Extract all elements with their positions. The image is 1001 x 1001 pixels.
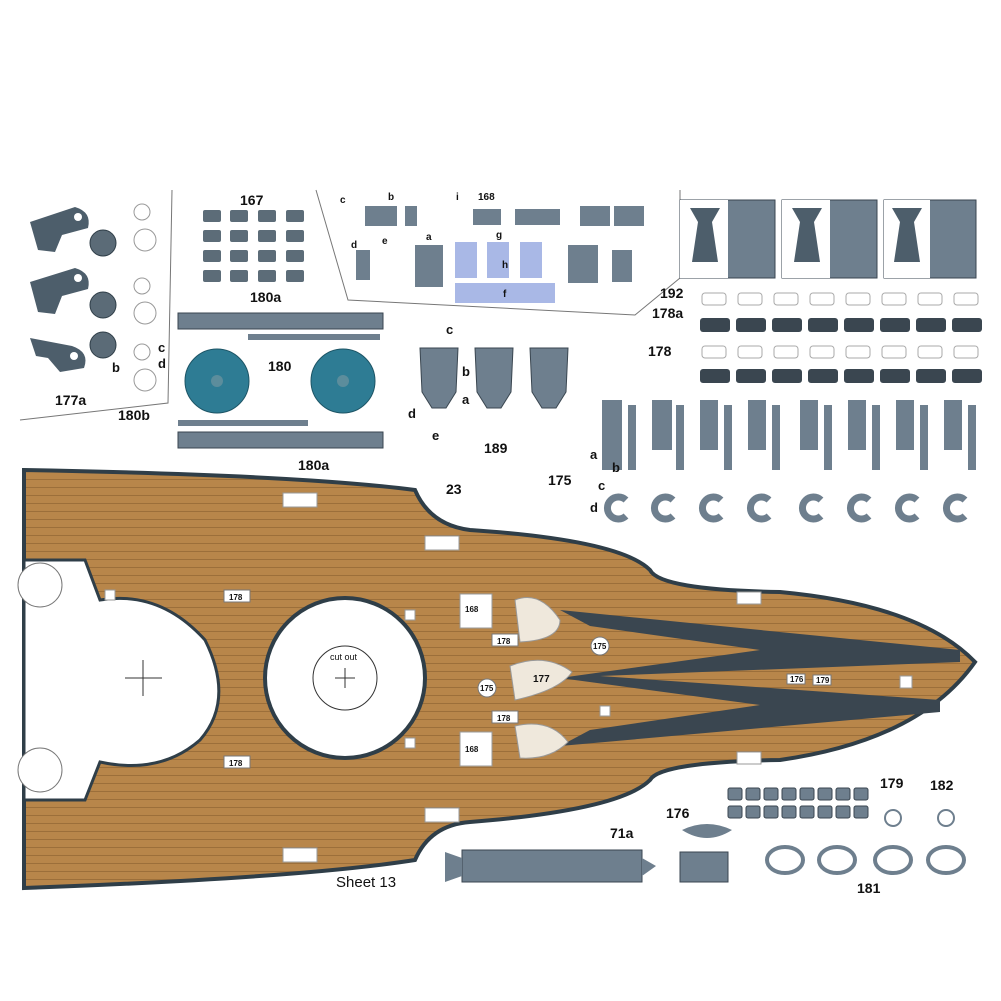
- deck-tag-175-1: 175: [593, 642, 607, 651]
- label-192: 192: [660, 285, 684, 301]
- label-189-e: e: [432, 428, 439, 443]
- label-180: 180: [268, 358, 292, 374]
- label-177a-d: d: [158, 356, 166, 371]
- part-71a-group: 71a: [445, 825, 656, 883]
- label-189: 189: [484, 440, 508, 456]
- label-23: 23: [446, 481, 462, 497]
- label-189-a: a: [462, 392, 470, 407]
- part-189-group: c b a d e 189: [408, 322, 569, 456]
- part-167-group: 167: [203, 192, 304, 282]
- deck-tag-179: 179: [816, 676, 830, 685]
- deck-tag-cut-out: cut out: [330, 652, 358, 662]
- deck-tag-178-1: 178: [229, 593, 243, 602]
- label-168: 168: [478, 192, 495, 203]
- part-179-group: 179: [727, 775, 904, 819]
- label-180a-bottom: 180a: [298, 457, 329, 473]
- label-177a-c: c: [158, 340, 165, 355]
- label-176: 176: [666, 805, 690, 821]
- label-168-h: h: [502, 260, 508, 271]
- label-182: 182: [930, 777, 954, 793]
- label-175-a: a: [590, 447, 598, 462]
- label-177a: 177a: [55, 392, 86, 408]
- deck-part-23: 178 178 178 178 168 168 175 175 177 176 …: [17, 467, 978, 891]
- label-180b: 180b: [118, 407, 150, 423]
- label-175-d: d: [590, 500, 598, 515]
- label-189-c: c: [446, 322, 453, 337]
- deck-tag-168-2: 168: [465, 745, 479, 754]
- label-167: 167: [240, 192, 264, 208]
- label-175-b: b: [612, 460, 620, 475]
- part-182-group: 182: [884, 777, 955, 827]
- part-168-group: 168 c b i d e a g h f: [340, 192, 644, 303]
- label-178a: 178a: [652, 305, 683, 321]
- deck-tag-168-1: 168: [465, 605, 479, 614]
- label-168-e: e: [382, 236, 388, 247]
- deck-tag-178-2: 178: [229, 759, 243, 768]
- label-168-g: g: [496, 230, 502, 241]
- label-168-f: f: [503, 289, 507, 300]
- label-189-d: d: [408, 406, 416, 421]
- label-168-d: d: [351, 240, 357, 251]
- part-181-group: 181: [765, 845, 966, 896]
- part-178-group: 178a 178: [648, 292, 982, 383]
- label-179: 179: [880, 775, 904, 791]
- label-168-c: c: [340, 195, 346, 206]
- deck-tag-175-2: 175: [480, 684, 494, 693]
- label-180a-top: 180a: [250, 289, 281, 305]
- label-175-c: c: [598, 478, 605, 493]
- label-175: 175: [548, 472, 572, 488]
- label-168-i: i: [456, 192, 459, 203]
- deck-tag-176: 176: [790, 675, 804, 684]
- label-168-b: b: [388, 192, 394, 203]
- label-181: 181: [857, 880, 881, 896]
- deck-tag-177: 177: [533, 674, 550, 685]
- part-192-group: 192: [660, 199, 977, 301]
- deck-tag-178-3: 178: [497, 637, 511, 646]
- label-189-b: b: [462, 364, 470, 379]
- label-178: 178: [648, 343, 672, 359]
- part-177a-group: 177a b c d: [30, 203, 166, 408]
- sheet-caption: Sheet 13: [336, 874, 397, 891]
- part-176-group: 176: [666, 805, 732, 883]
- label-168-a: a: [426, 232, 432, 243]
- deck-tag-178-4: 178: [497, 714, 511, 723]
- part-175-group: 175 a b c d: [548, 400, 976, 523]
- part-180-group: 180a 180 180b 180a: [118, 289, 384, 473]
- label-177a-b: b: [112, 360, 120, 375]
- label-71a: 71a: [610, 825, 634, 841]
